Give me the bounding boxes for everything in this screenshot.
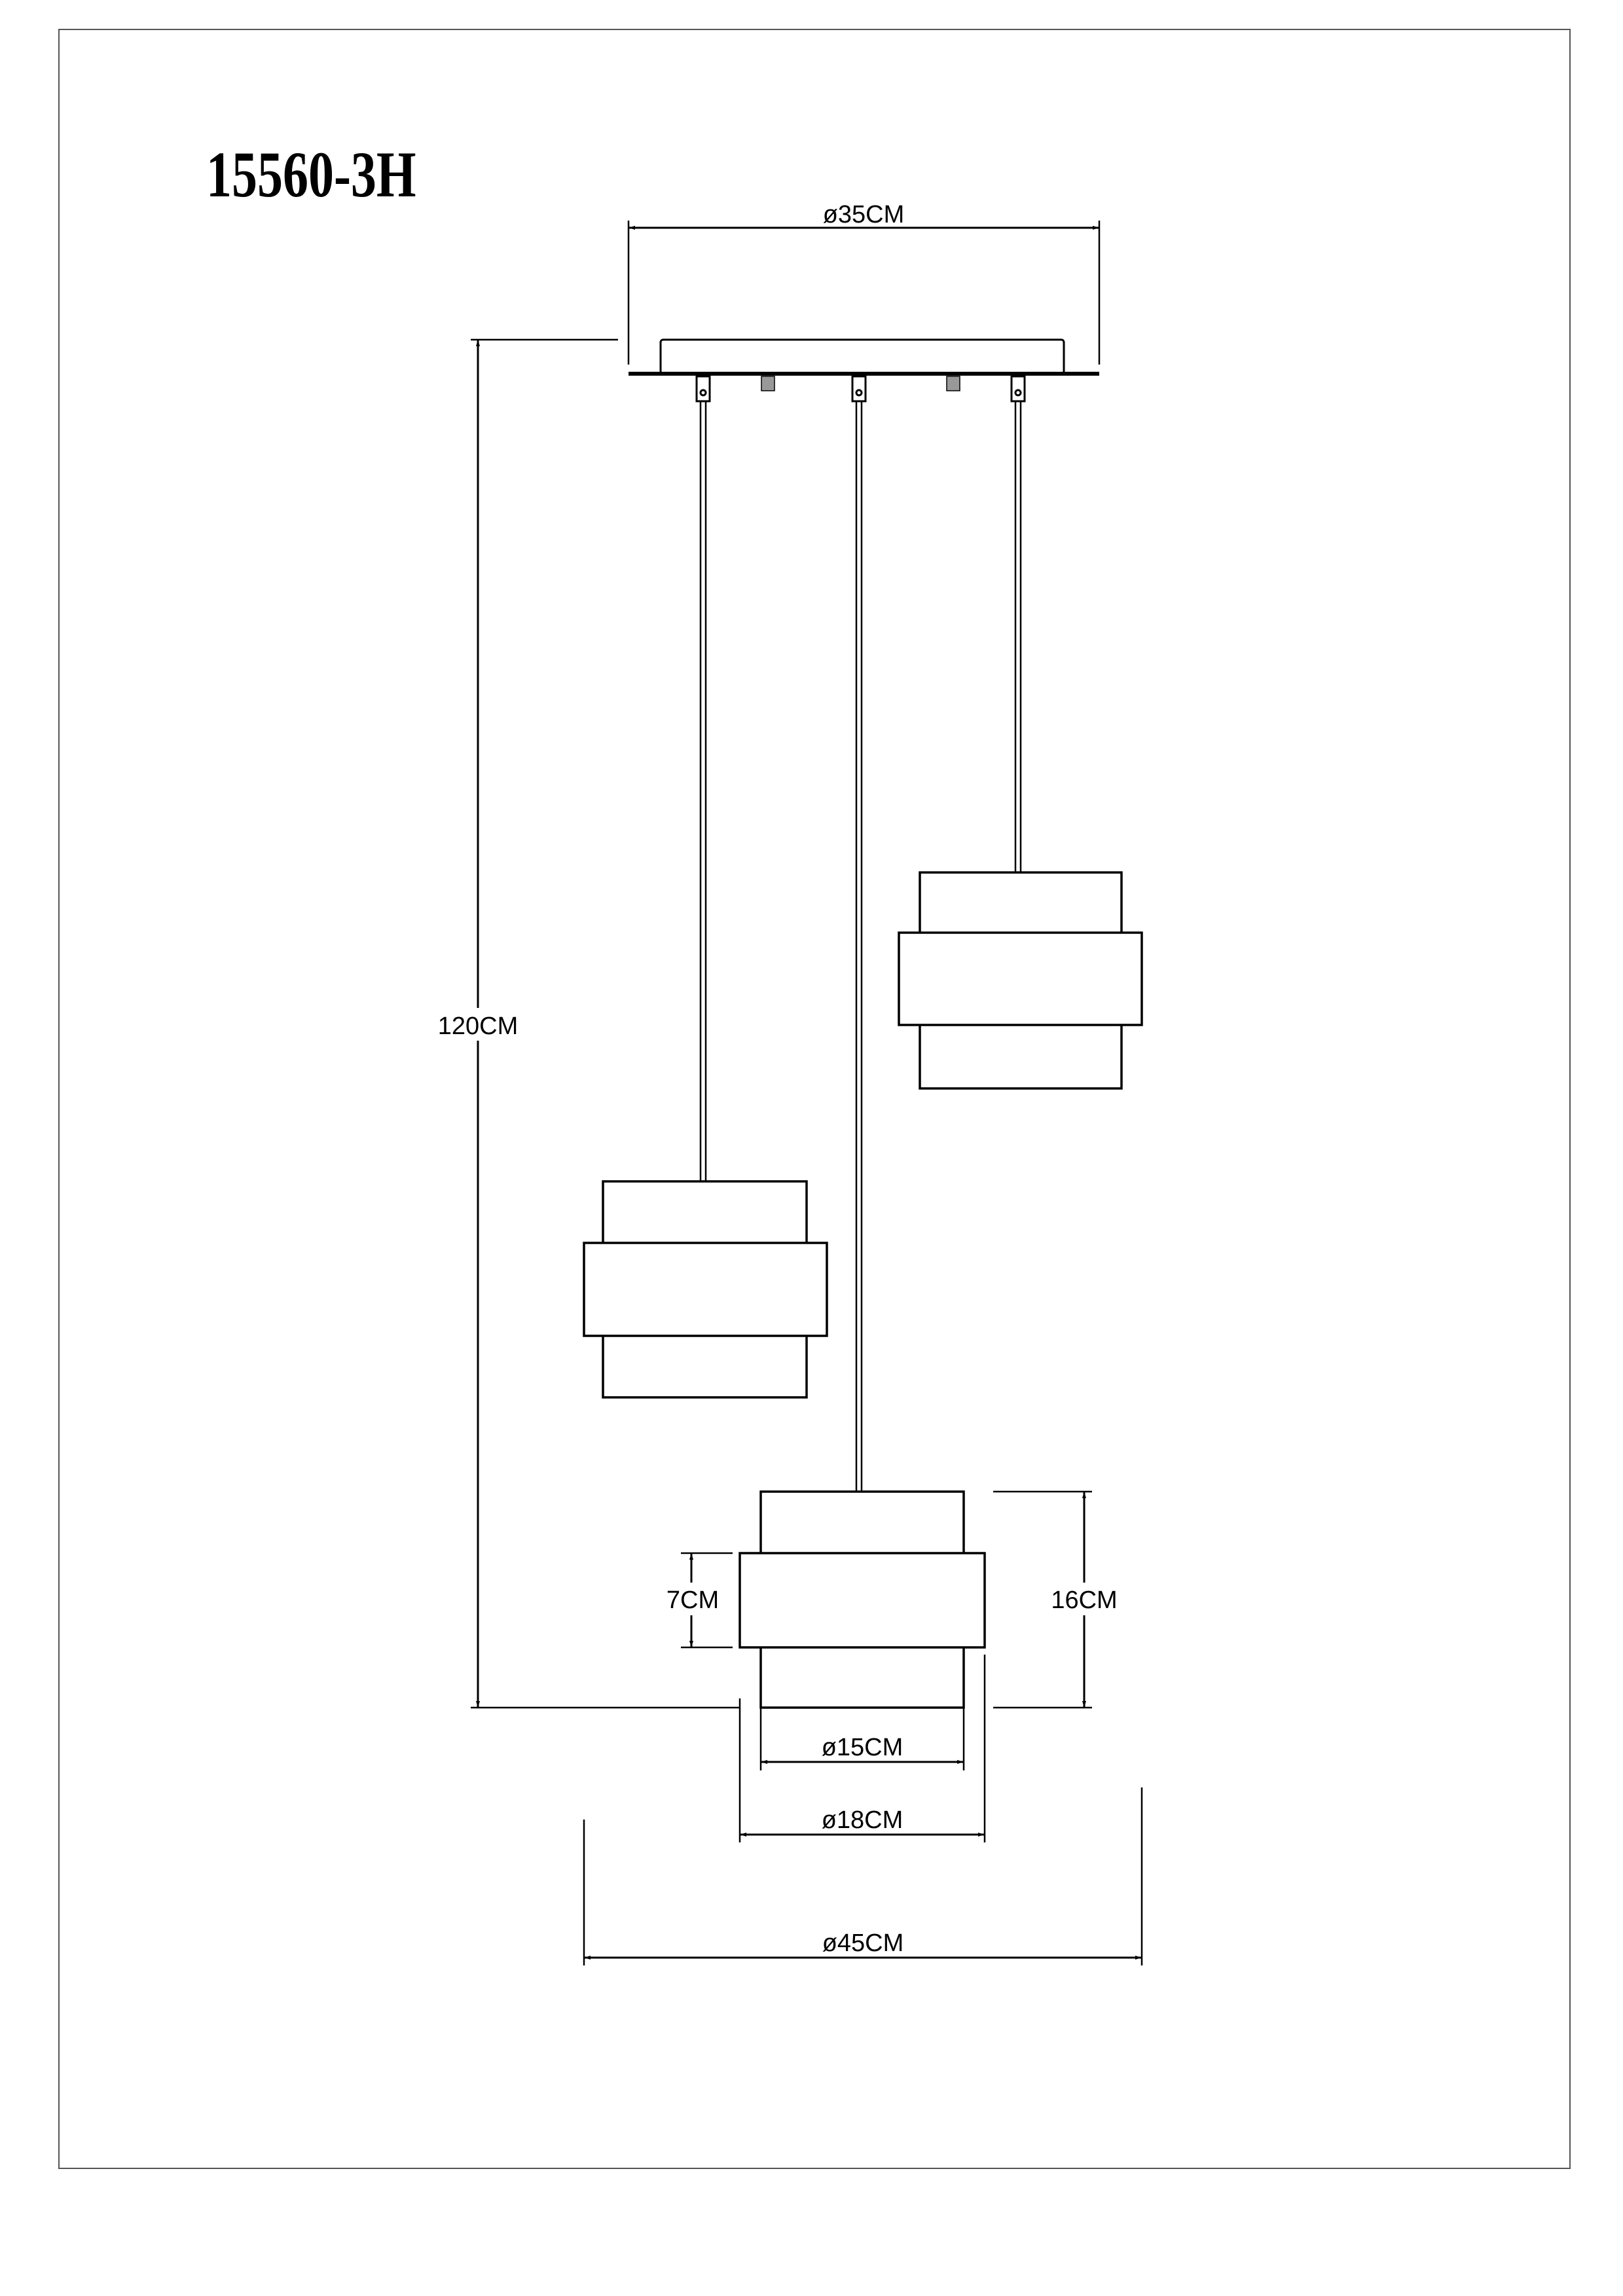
cord-grip-icon [695, 375, 1026, 403]
dim-shade-height: 16CM [1051, 1587, 1117, 1614]
model-number: 15560-3H [206, 139, 416, 211]
suspension-cords [699, 401, 1022, 1492]
drawing-border [58, 29, 1571, 2169]
dim-band-height: 7CM [666, 1587, 719, 1614]
shade-left [583, 1180, 828, 1399]
dim-shade-inner-diameter: ø15CM [822, 1734, 903, 1761]
dim-overall-diameter: ø45CM [822, 1929, 904, 1957]
canopy [629, 338, 1099, 403]
shade-right [898, 871, 1143, 1090]
dim-overall-height: 120CM [438, 1013, 519, 1040]
screw-knob-icon [761, 376, 960, 391]
dim-canopy-diameter: ø35CM [823, 201, 905, 228]
extension-lines [471, 221, 1143, 1965]
shade-bottom [739, 1490, 986, 1709]
dim-shade-outer-diameter: ø18CM [822, 1806, 903, 1834]
